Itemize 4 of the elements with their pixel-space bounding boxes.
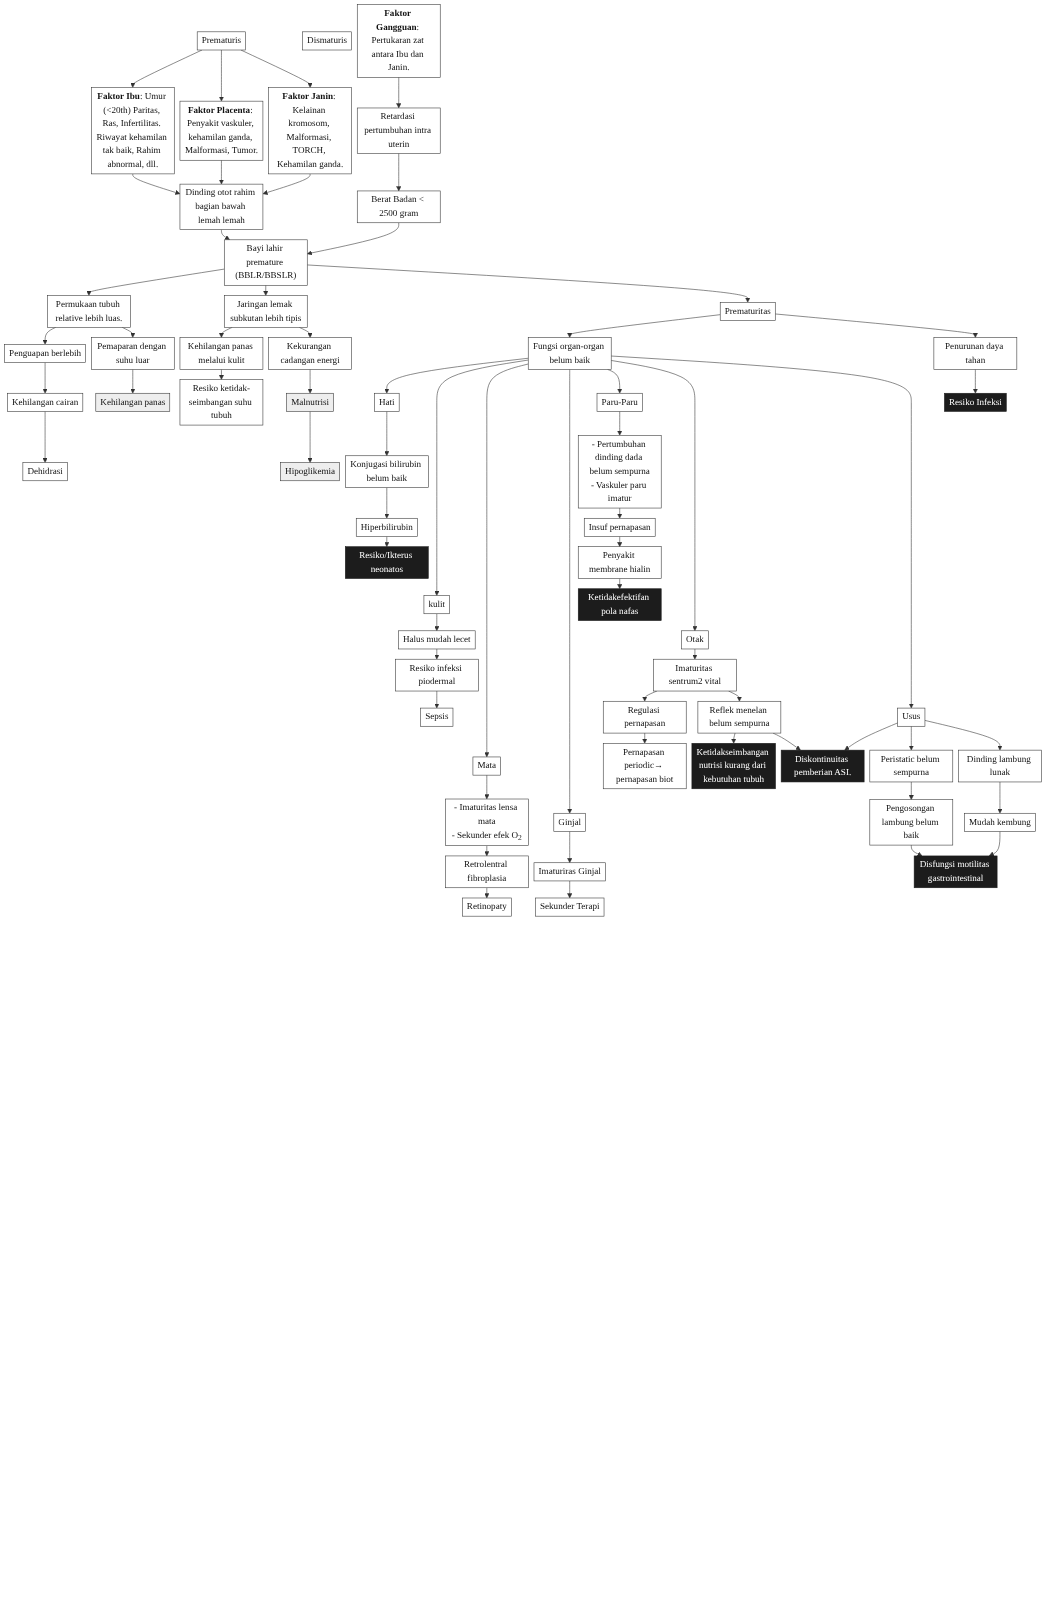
arrow	[484, 845, 490, 857]
arrow	[384, 536, 390, 547]
arrow	[263, 285, 269, 296]
arrow	[218, 369, 224, 380]
